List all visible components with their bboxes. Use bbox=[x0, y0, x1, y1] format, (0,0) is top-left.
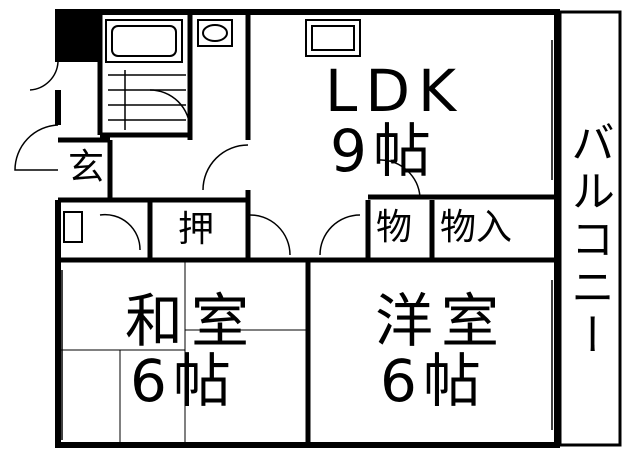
wall-block bbox=[55, 12, 100, 62]
oshiire-label: 押 bbox=[178, 209, 215, 250]
bath-floor bbox=[108, 70, 186, 130]
mono-label: 物 bbox=[376, 207, 413, 248]
interior-walls bbox=[58, 12, 557, 445]
windows bbox=[61, 40, 553, 440]
balcony-label: バルコニー bbox=[563, 120, 614, 360]
genkan-label: 玄 bbox=[68, 147, 105, 188]
wc-toilet bbox=[63, 211, 83, 243]
ldk-label: LDK bbox=[325, 57, 465, 125]
bathtub bbox=[105, 19, 183, 63]
washitsu-label: 和室 bbox=[125, 287, 258, 355]
washitsu-size: 6帖 bbox=[130, 347, 237, 415]
tatami-lines bbox=[58, 260, 308, 445]
youshitsu-size: 6帖 bbox=[380, 347, 487, 415]
kitchen-sink bbox=[305, 19, 361, 57]
toilet bbox=[197, 19, 233, 47]
ldk-size: 9帖 bbox=[330, 117, 437, 185]
monoire-label: 物入 bbox=[440, 207, 513, 248]
youshitsu-label: 洋室 bbox=[375, 287, 508, 355]
door-swings bbox=[14, 61, 421, 256]
